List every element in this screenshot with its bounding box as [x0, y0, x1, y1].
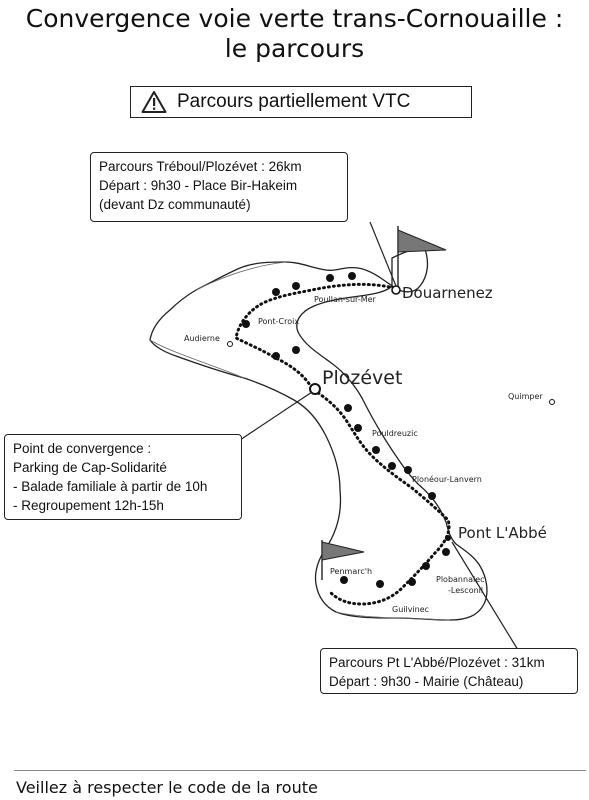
douarnenez-marker: [391, 285, 401, 295]
convergence-line-4: - Regroupement 12h-15h: [13, 498, 164, 513]
plozevet-marker: [309, 383, 321, 395]
footer-divider: [14, 770, 586, 771]
title-line-2: le parcours: [224, 34, 365, 63]
leader-pontlabbe: [451, 541, 519, 651]
label-ploneour: Plonéour-Lanvern: [412, 474, 482, 484]
info-box-convergence: Point de convergence : Parking de Cap-So…: [4, 434, 242, 520]
warning-triangle-icon: [141, 91, 167, 113]
start-flag-penmarch: [321, 540, 365, 580]
label-guilvinec: Guilvinec: [392, 605, 429, 614]
label-pontcroix: Pont-Croix: [258, 317, 299, 326]
warning-banner: Parcours partiellement VTC: [130, 86, 472, 118]
leader-treboul: [369, 221, 397, 287]
page-title: Convergence voie verte trans-Cornouaille…: [0, 4, 589, 64]
leader-convergence: [239, 391, 313, 441]
label-pouldreuzic: Pouldreuzic: [372, 429, 418, 438]
label-lesconil: -Lesconil: [448, 586, 483, 595]
cyclist-icons: [242, 272, 450, 588]
route-pontlabbe-plozevet: [312, 388, 451, 606]
treboul-line-2: Départ : 9h30 - Place Bir-Hakeim: [99, 178, 298, 193]
info-box-treboul: Parcours Tréboul/Plozévet : 26km Départ …: [90, 152, 348, 222]
info-box-pontlabbe: Parcours Pt L'Abbé/Plozévet : 31km Dépar…: [320, 648, 578, 694]
label-douarnenez: Douarnenez: [402, 284, 493, 302]
label-plozevet: Plozévet: [322, 367, 402, 389]
treboul-line-3: (devant Dz communauté): [99, 197, 251, 212]
start-flag-douarnenez: [397, 226, 447, 290]
convergence-line-3: - Balade familiale à partir de 10h: [13, 479, 208, 494]
label-poullan: Poullan-sur-Mer: [314, 295, 377, 304]
pontlabbe-line-2: Départ : 9h30 - Mairie (Château): [329, 674, 524, 689]
label-audierne: Audierne: [184, 334, 220, 343]
pontlabbe-line-1: Parcours Pt L'Abbé/Plozévet : 31km: [329, 655, 545, 670]
convergence-line-2: Parking de Cap-Solidarité: [13, 460, 167, 475]
label-penmarch: Penmarc'h: [330, 567, 372, 576]
label-quimper: Quimper: [508, 392, 543, 401]
warning-text: Parcours partiellement VTC: [177, 91, 411, 112]
label-pontlabbe: Pont L'Abbé: [458, 524, 547, 542]
title-line-1: Convergence voie verte trans-Cornouaille…: [25, 4, 564, 33]
audierne-marker: [227, 341, 233, 347]
label-plobannalec: Plobannalec: [436, 575, 485, 584]
pontlabbe-marker: [445, 535, 451, 541]
treboul-line-1: Parcours Tréboul/Plozévet : 26km: [99, 159, 302, 174]
quimper-marker: [549, 399, 555, 405]
footer-note: Veillez à respecter le code de la route: [16, 778, 318, 797]
convergence-line-1: Point de convergence :: [13, 441, 152, 456]
coast-shading: [149, 261, 451, 621]
